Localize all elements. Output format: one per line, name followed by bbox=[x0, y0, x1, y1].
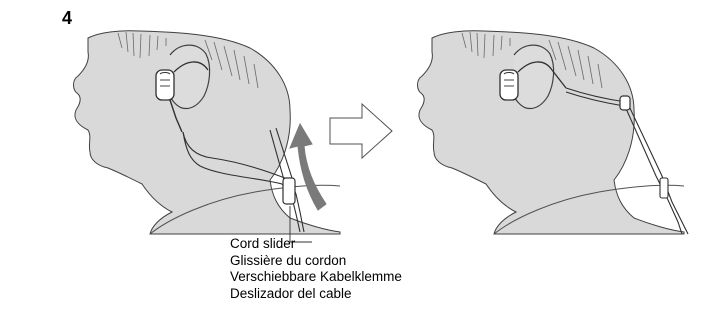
right-cable-joint bbox=[660, 178, 668, 198]
cord-slider-label-group: Cord slider Glissière du cordon Verschie… bbox=[230, 236, 402, 302]
cord-slider-label-es: Deslizador del cable bbox=[230, 286, 402, 303]
cord-slider-label-en: Cord slider bbox=[230, 236, 402, 253]
transition-arrow bbox=[330, 104, 392, 158]
cord-slider-label-de: Verschiebbare Kabelklemme bbox=[230, 269, 402, 286]
right-cord-slider bbox=[620, 96, 630, 110]
right-head-figure bbox=[418, 31, 689, 234]
left-head-figure bbox=[74, 31, 341, 242]
cord-slider-label-fr: Glissière du cordon bbox=[230, 253, 402, 270]
left-cord-slider bbox=[283, 178, 295, 204]
